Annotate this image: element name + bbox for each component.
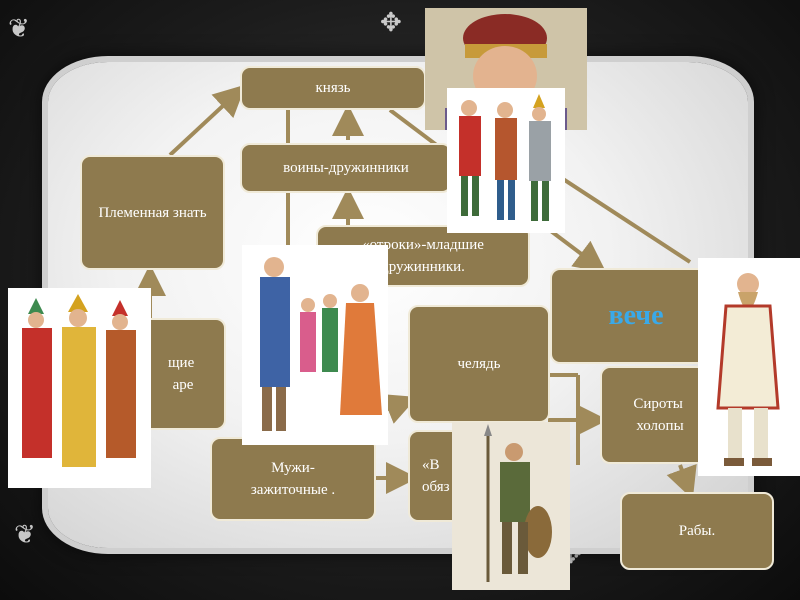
box-boyars-label: щие аре <box>168 355 195 393</box>
arrow-orphans-to-slaves <box>666 463 697 500</box>
box-obligated-label: «В обяз <box>422 457 450 495</box>
boyars-image <box>8 288 151 488</box>
box-warriors: воины-дружинники <box>240 143 452 193</box>
box-warriors-label: воины-дружинники <box>283 160 409 176</box>
warriors-image <box>447 88 565 233</box>
serf-image <box>698 258 800 476</box>
ornament-top-left: ❦ <box>8 14 30 43</box>
box-boyars: щие аре <box>140 318 226 430</box>
box-servants-label: челядь <box>457 356 501 372</box>
box-servants: челядь <box>408 305 550 423</box>
box-veche-label: вече <box>608 300 664 331</box>
box-slaves: Рабы. <box>620 492 774 570</box>
peasant-family-image <box>242 245 388 445</box>
box-junior-warriors-label: «отроки»-младшие дружинники. <box>362 237 484 275</box>
ornament-bottom-left: ❦ <box>14 520 36 549</box>
box-orphans-label: Сироты холопы <box>633 396 684 434</box>
box-tribal-nobility: Племенная знать <box>80 155 225 270</box>
box-prince: князь <box>240 66 426 110</box>
box-tribal-nobility-label: Племенная знать <box>98 204 207 221</box>
box-slaves-label: Рабы. <box>678 523 716 539</box>
ornament-top-center: ✥ <box>380 8 402 37</box>
box-wealthy-men: Мужи- зажиточные . <box>210 437 376 521</box>
arrow-tribal-to-prince <box>168 84 246 157</box>
warrior-spear-image <box>452 422 570 590</box>
box-prince-label: князь <box>315 80 351 96</box>
box-wealthy-men-label: Мужи- зажиточные . <box>250 460 336 498</box>
box-veche: вече <box>550 268 722 364</box>
